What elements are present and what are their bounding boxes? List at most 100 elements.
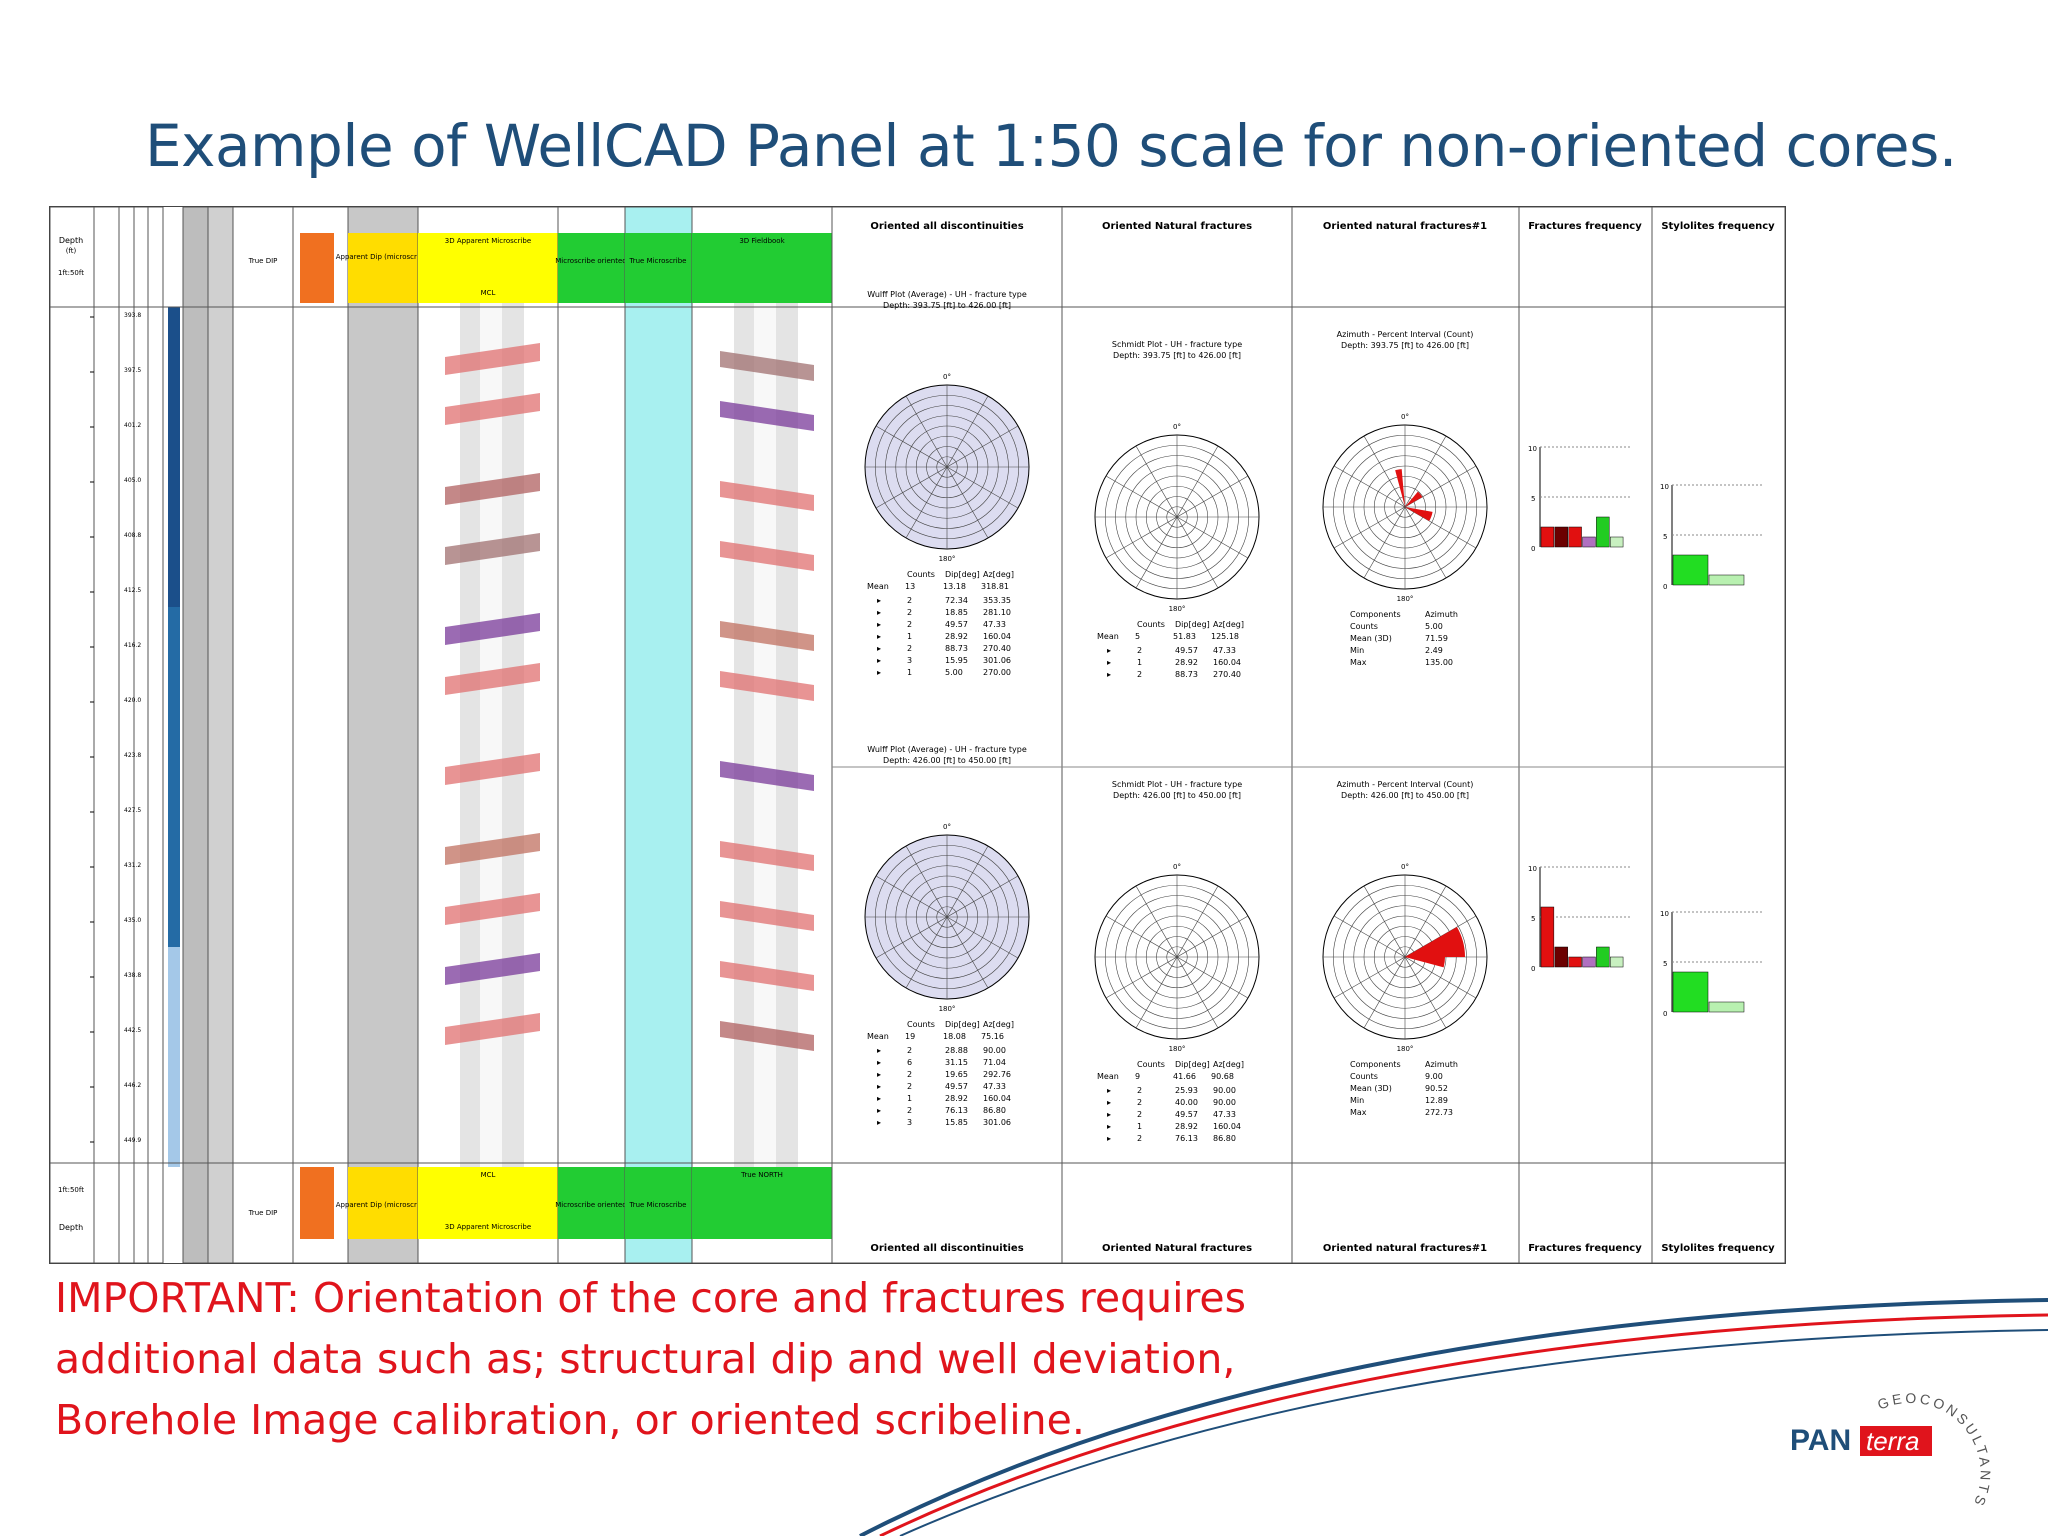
table-cell: 28.88 <box>945 1046 968 1055</box>
table-mean: 75.16 <box>981 1032 1004 1041</box>
stereonet-plots: Wulff Plot (Average) - UH - fracture typ… <box>864 290 1488 1143</box>
table-cell: 28.92 <box>1175 658 1198 667</box>
yellow-mid-header: MCL <box>481 289 496 297</box>
green-b-header: True Microscribe <box>628 257 686 265</box>
table-row-marker: ▸ <box>877 656 881 665</box>
depth-tick-label: 397.5 <box>124 367 141 374</box>
table-mean: 318.81 <box>981 582 1009 591</box>
stat-label: Mean (3D) <box>1350 634 1392 643</box>
table-cell: 88.73 <box>945 644 968 653</box>
table-cell: 2 <box>907 1070 912 1079</box>
table-cell: 47.33 <box>983 1082 1006 1091</box>
stereonet-title: Schmidt Plot - UH - fracture type <box>1112 780 1242 789</box>
slide-title: Example of WellCAD Panel at 1:50 scale f… <box>145 112 1957 180</box>
green-b-footer: True Microscribe <box>628 1201 686 1209</box>
histogram-ymin: 0 <box>1531 545 1535 553</box>
table-cell: 1 <box>1137 1122 1142 1131</box>
depth-tick-label: 412.5 <box>124 587 141 594</box>
table-mean: 13 <box>905 582 915 591</box>
stereonet-depth: Depth: 393.75 [ft] to 426.00 [ft] <box>883 301 1011 310</box>
table-mean: 13.18 <box>943 582 966 591</box>
depth-tick-label: 405.0 <box>124 477 141 484</box>
table-cell: 160.04 <box>983 632 1011 641</box>
table-header: Dip[deg] <box>945 570 980 579</box>
fracture-plane <box>445 393 540 425</box>
table-mean: Mean <box>867 582 889 591</box>
table-mean: 18.08 <box>943 1032 966 1041</box>
depth-tick-label: 442.5 <box>124 1027 141 1034</box>
fracture-plane <box>720 351 814 381</box>
footer-oriented-natural-1: Oriented natural fractures#1 <box>1323 1243 1487 1254</box>
histogram-ymin: 0 <box>1663 583 1667 591</box>
table-row-marker: ▸ <box>1107 1134 1111 1143</box>
table-row-marker: ▸ <box>1107 1110 1111 1119</box>
table-cell: 90.00 <box>1213 1086 1236 1095</box>
stat-label: Min <box>1350 1096 1364 1105</box>
fracture-plane <box>445 533 540 565</box>
fracture-plane <box>445 893 540 925</box>
table-cell: 5.00 <box>945 668 963 677</box>
histogram-bar <box>1596 516 1610 548</box>
fracture-plane <box>720 901 814 931</box>
table-cell: 71.04 <box>983 1058 1006 1067</box>
table-row-marker: ▸ <box>877 668 881 677</box>
table-mean: 5 <box>1135 632 1140 641</box>
stereonet-north: 0° <box>943 373 951 381</box>
stat-label: Mean (3D) <box>1350 1084 1392 1093</box>
depth-scale: 1ft:50ft <box>58 269 84 277</box>
yellow-bottom-mid: 3D Apparent Microscribe <box>445 1223 531 1231</box>
logo-brand-prefix: PAN <box>1790 1424 1851 1457</box>
stereonet-spoke <box>875 875 1019 959</box>
stereonet-title: Azimuth - Percent Interval (Count) <box>1337 780 1474 789</box>
table-cell: 49.57 <box>945 1082 968 1091</box>
table-cell: 2 <box>907 1106 912 1115</box>
table-cell: 90.00 <box>983 1046 1006 1055</box>
histogram-ymid: 5 <box>1531 495 1535 503</box>
logo-brand-suffix: terra <box>1866 1426 1919 1456</box>
fracture-plane <box>720 671 814 701</box>
table-row-marker: ▸ <box>877 1118 881 1127</box>
table-cell: 160.04 <box>1213 658 1241 667</box>
wellcad-panel: Depth (ft) 1ft:50ft 1ft:50ft Depth True … <box>49 206 1786 1264</box>
stereonet-depth: Depth: 426.00 [ft] to 450.00 [ft] <box>1113 791 1241 800</box>
stereonet-depth: Depth: 393.75 [ft] to 426.00 [ft] <box>1341 341 1469 350</box>
table-cell: 2 <box>1137 1086 1142 1095</box>
table-row-marker: ▸ <box>877 1094 881 1103</box>
histogram-bar <box>1582 536 1596 548</box>
histogram-ymin: 0 <box>1663 1010 1667 1018</box>
true-dip-footer: True DIP <box>248 1209 278 1217</box>
fracture-plane <box>445 833 540 865</box>
green-a-footer: Microscribe oriented <box>555 1201 626 1209</box>
note-line-3: Borehole Image calibration, or oriented … <box>55 1396 1085 1444</box>
note-line-1: IMPORTANT: Orientation of the core and f… <box>55 1274 1247 1322</box>
header-oriented-natural: Oriented Natural fractures <box>1102 221 1252 232</box>
histogram-bar <box>1672 554 1709 586</box>
footer-stylolites-frequency: Stylolites frequency <box>1661 1243 1775 1254</box>
depth-tick-label: 408.8 <box>124 532 141 539</box>
table-row-marker: ▸ <box>1107 1098 1111 1107</box>
table-header: Dip[deg] <box>945 1020 980 1029</box>
histogram-ymin: 0 <box>1531 965 1535 973</box>
yellow-top-header: 3D Apparent Microscribe <box>445 237 531 245</box>
histogram-bar <box>1582 956 1596 968</box>
stat-value: 5.00 <box>1425 622 1443 631</box>
table-row-marker: ▸ <box>1107 658 1111 667</box>
footer-oriented-natural: Oriented Natural fractures <box>1102 1243 1252 1254</box>
depth-tick-labels: 393.8397.5401.2405.0408.8412.5416.2420.0… <box>90 312 141 1144</box>
stereonet-south: 180° <box>1169 1045 1186 1053</box>
table-cell: 28.92 <box>1175 1122 1198 1131</box>
table-cell: 28.92 <box>945 632 968 641</box>
histogram-bar <box>1554 526 1568 548</box>
panterra-logo: PAN terra GEOCONSULTANTS <box>1780 1370 2020 1520</box>
rose-wedge <box>1405 507 1433 521</box>
depth-header: Depth <box>59 236 83 245</box>
stereonet-depth: Depth: 426.00 [ft] to 450.00 [ft] <box>883 756 1011 765</box>
fracture-plane <box>720 541 814 571</box>
table-cell: 2 <box>1137 670 1142 679</box>
histogram-bar <box>1609 956 1624 968</box>
table-mean: 90.68 <box>1211 1072 1234 1081</box>
table-header: Az[deg] <box>1213 1060 1244 1069</box>
apparent-dip-header: Apparent Dip (microscribe) <box>336 253 431 261</box>
stereonet: Azimuth - Percent Interval (Count)Depth:… <box>1322 330 1488 667</box>
